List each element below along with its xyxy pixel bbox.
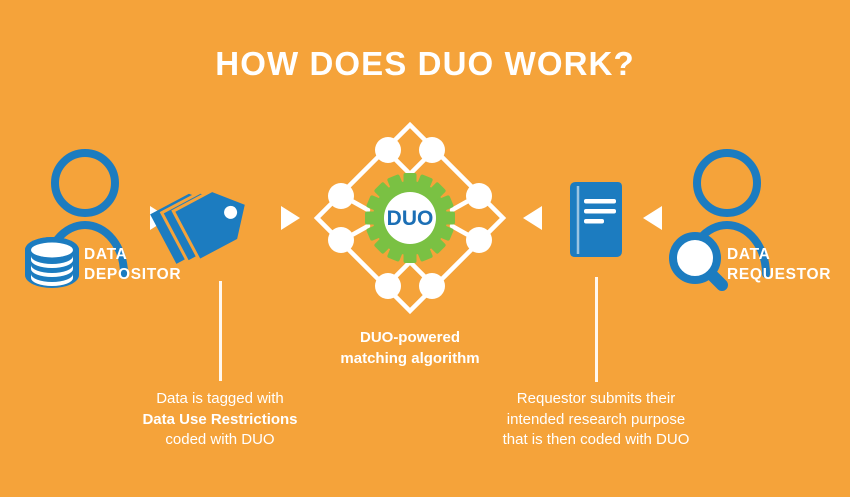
center-caption-line2: matching algorithm — [340, 349, 480, 367]
data-depositor-label: DATA DEPOSITOR — [84, 245, 181, 285]
magnifier-icon — [669, 232, 728, 291]
connector-line-right — [595, 277, 598, 382]
connector-line-left — [219, 281, 222, 381]
duo-gear-label: DUO — [387, 207, 434, 230]
right-caption: Requestor submits their intended researc… — [486, 389, 706, 451]
data-depositor-label-line1: DATA — [84, 246, 128, 263]
center-caption-line1: DUO-powered — [359, 329, 460, 346]
duo-gear-icon: DUO — [365, 173, 455, 263]
database-cylinder-icon — [25, 237, 79, 288]
diamond-node-group — [328, 137, 492, 299]
stacked-tags-icon — [150, 188, 249, 265]
arrow-right-2-icon — [281, 206, 300, 230]
document-icon — [570, 182, 622, 257]
left-caption-line3: coded with DUO — [165, 431, 275, 448]
page-title: HOW DOES DUO WORK? — [215, 45, 635, 82]
right-caption-line2: intended research purpose — [506, 410, 686, 428]
left-caption-line2: Data Use Restrictions — [142, 410, 298, 428]
data-requestor-label-line2: REQUESTOR — [727, 266, 832, 283]
data-requestor-label: DATA REQUESTOR — [727, 245, 831, 285]
data-depositor-label-line2: DEPOSITOR — [84, 266, 182, 283]
left-caption: Data is tagged with Data Use Restriction… — [110, 389, 330, 451]
diamond-network-graphic — [313, 121, 507, 315]
arrow-left-1-icon — [523, 206, 542, 230]
data-requestor-label-line1: DATA — [727, 246, 771, 263]
arrow-left-2-icon — [643, 206, 662, 230]
right-caption-line3: that is then coded with DUO — [502, 431, 690, 448]
center-caption: DUO-powered matching algorithm — [310, 328, 510, 369]
left-caption-line1: Data is tagged with — [156, 390, 284, 407]
right-caption-line1: Requestor submits their — [516, 390, 676, 407]
